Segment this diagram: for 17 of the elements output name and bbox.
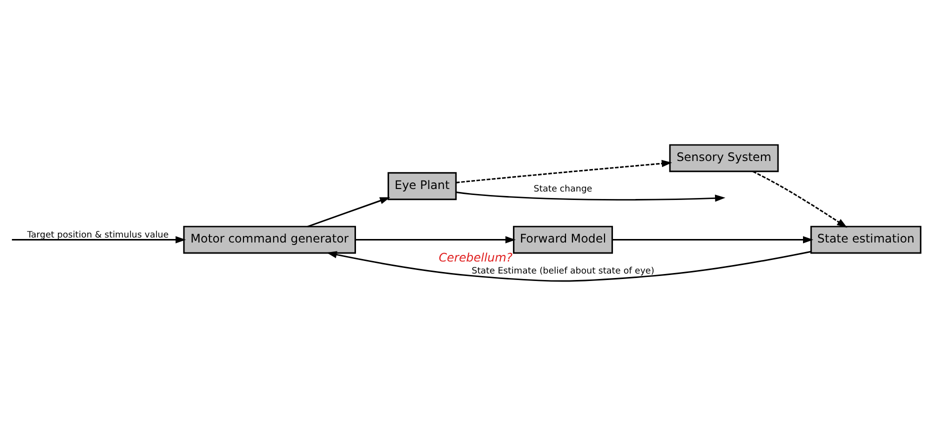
arrow [326, 250, 812, 282]
edge-label: State change [534, 184, 592, 195]
arrow [752, 170, 848, 228]
arrow [456, 160, 672, 184]
arrow [355, 236, 516, 244]
node-box: Forward Model [512, 226, 613, 254]
arrow [612, 236, 814, 244]
node-label: Cerebellum? [438, 250, 513, 265]
node-box: Sensory System [669, 144, 779, 172]
arrow [12, 236, 186, 244]
node-box: State estimation [810, 226, 922, 254]
edge-label: State Estimate (belief about state of eye) [472, 266, 654, 276]
node-box: Eye Plant [388, 172, 457, 200]
arrow [307, 197, 390, 228]
arrow [456, 192, 726, 202]
node-box: Motor command generator [183, 226, 356, 254]
edge-label: Target position & stimulus value [27, 230, 169, 240]
